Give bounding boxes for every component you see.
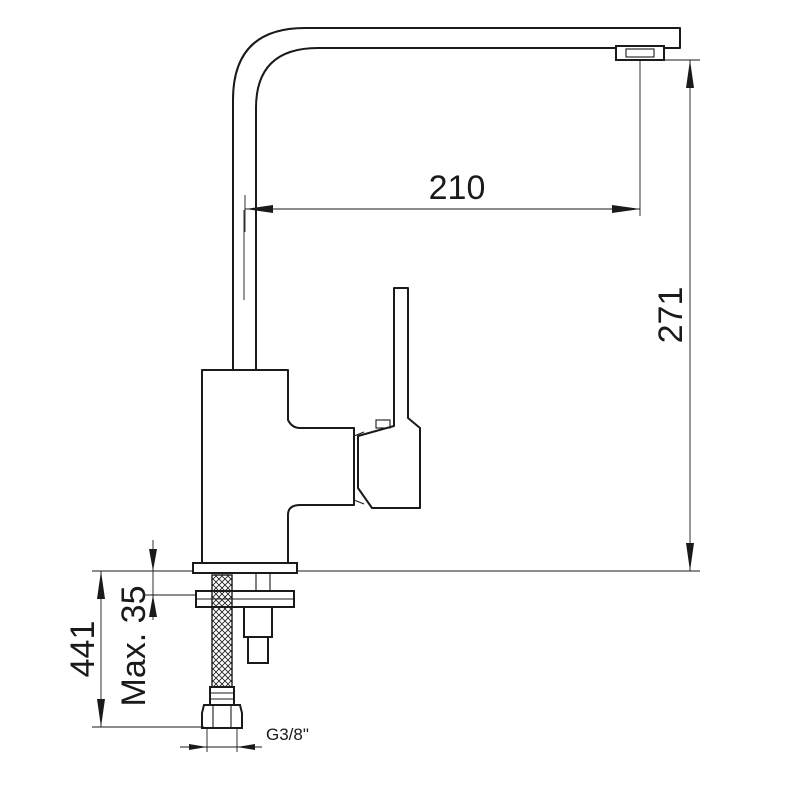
lever-handle — [357, 287, 421, 509]
aerator — [615, 45, 665, 61]
mounting-hardware — [195, 572, 295, 729]
dimension-210-label: 210 — [429, 169, 486, 207]
hose-end-cold — [243, 606, 273, 638]
dimension-max-35: Max. 35 — [92, 540, 196, 706]
faucet-outline — [192, 27, 681, 574]
dimension-441-label: 441 — [64, 621, 102, 678]
hose-ferrule — [209, 686, 235, 706]
base-flange — [192, 562, 298, 574]
threaded-stud — [255, 572, 271, 592]
dimension-271-label: 271 — [652, 287, 690, 344]
handle-joint — [375, 419, 391, 429]
hose-end-cold-nut — [247, 636, 269, 664]
dimension-210: 210 — [244, 60, 641, 232]
dimension-max-35-label: Max. 35 — [115, 586, 153, 707]
cartridge-detail — [353, 431, 365, 505]
dimension-thread: G3/8" — [180, 725, 309, 752]
connector-nut — [201, 704, 243, 729]
mixer-body — [201, 369, 355, 566]
dimension-271: 271 — [297, 59, 700, 572]
spout — [232, 27, 681, 370]
dimension-441: 441 — [64, 571, 204, 728]
braided-hose — [211, 574, 233, 688]
dimension-thread-label: G3/8" — [266, 725, 309, 744]
